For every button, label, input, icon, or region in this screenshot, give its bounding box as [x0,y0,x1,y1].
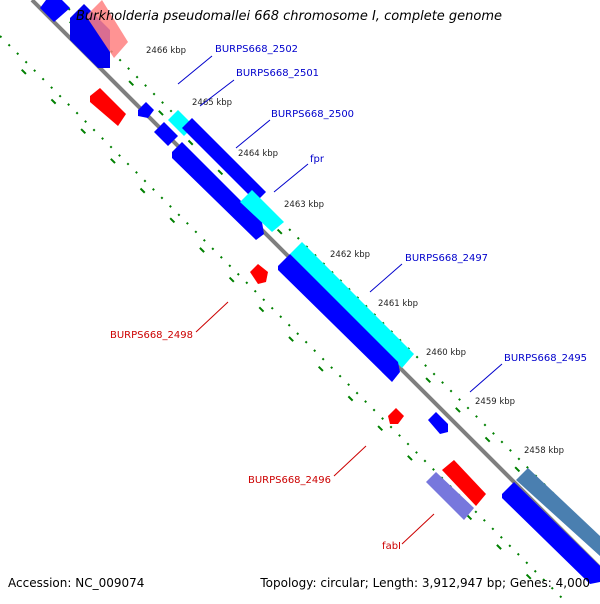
kbp-tick-label: 2461 kbp [378,299,418,309]
accession-text: Accession: NC_009074 [8,576,145,590]
red-gene-upper-left[interactable] [90,88,126,126]
gene-arrow-2497[interactable] [278,254,400,382]
kbp-tick-label: 2462 kbp [330,250,370,260]
gene-arrow-2497-cyan[interactable] [290,242,414,368]
gene-label[interactable]: BURPS668_2497 [405,253,488,264]
topology-text: Topology: circular; Length: 3,912,947 bp… [260,576,590,590]
gene-label[interactable]: BURPS668_2496 [248,475,331,486]
kbp-tick-label: 2460 kbp [426,348,466,358]
callout-line-fpr [273,163,309,193]
callout-line-2501 [199,79,235,107]
top-left-gene-block[interactable] [40,0,128,68]
callout-lines [177,55,503,545]
gene-label[interactable]: BURPS668_2500 [271,109,354,120]
gene-labels[interactable]: BURPS668_2502BURPS668_2501BURPS668_2500f… [110,44,587,552]
kbp-tick-label: 2459 kbp [475,397,515,407]
tick-rail-inner-dashes [0,46,553,601]
gene-arrow-top-partial[interactable] [40,0,70,22]
gene-arrow-fabI[interactable] [442,460,486,506]
tick-rail-inner [0,35,565,601]
red-gene-2498[interactable] [250,264,268,284]
gene-arrow-steelblue[interactable] [516,468,600,556]
gene-label[interactable]: BURPS668_2495 [504,353,587,364]
callout-line-2497 [369,263,403,293]
kbp-tick-label: 2465 kbp [192,98,232,108]
gene-arrow-fpr-cyan[interactable] [240,190,284,232]
gene-label[interactable]: BURPS668_2501 [236,68,319,79]
gene-arrow-lower-blue[interactable] [502,482,600,584]
kbp-tick-label: 2466 kbp [146,46,186,56]
callout-line-2502 [177,55,213,85]
gene-label[interactable]: fabI [382,541,401,552]
kbp-tick-label: 2464 kbp [238,149,278,159]
kbp-tick-label: 2463 kbp [284,200,324,210]
small-blue-2495[interactable] [428,412,448,434]
lower-right-gene-block[interactable] [502,468,600,584]
callout-line-2496 [333,445,367,477]
gene-arrow-fabI-purple[interactable] [426,472,474,520]
gene-arrow-2502-highlight[interactable] [86,0,128,58]
gene-label[interactable]: BURPS668_2502 [215,44,298,55]
kbp-tick-labels: 2466 kbp 2465 kbp 2464 kbp 2463 kbp 2462 kbp… [146,46,564,456]
callout-line-fabI [401,513,435,545]
map-title: Burkholderia pseudomallei 668 chromosome… [76,9,503,24]
callout-line-2495 [469,363,503,393]
gene-arrow-2501[interactable] [154,122,178,146]
small-blue-upper[interactable] [138,102,154,118]
gene-arrow-2497-group[interactable] [278,242,414,382]
gene-arrow-fpr[interactable] [172,142,264,240]
gene-label[interactable]: fpr [310,154,325,165]
gene-label[interactable]: BURPS668_2498 [110,330,193,341]
gene-arrow-2500[interactable] [182,118,266,202]
callout-line-2498 [195,301,229,333]
kbp-tick-label: 2458 kbp [524,446,564,456]
tick-rail-outer [59,0,600,541]
red-gene-2496[interactable] [388,408,404,424]
gene-arrow-fabI-group[interactable] [426,460,486,520]
tick-rail-outer-dashes [46,0,600,553]
gene-arrow-2500-group[interactable] [172,118,284,240]
callout-line-2500 [235,119,271,149]
